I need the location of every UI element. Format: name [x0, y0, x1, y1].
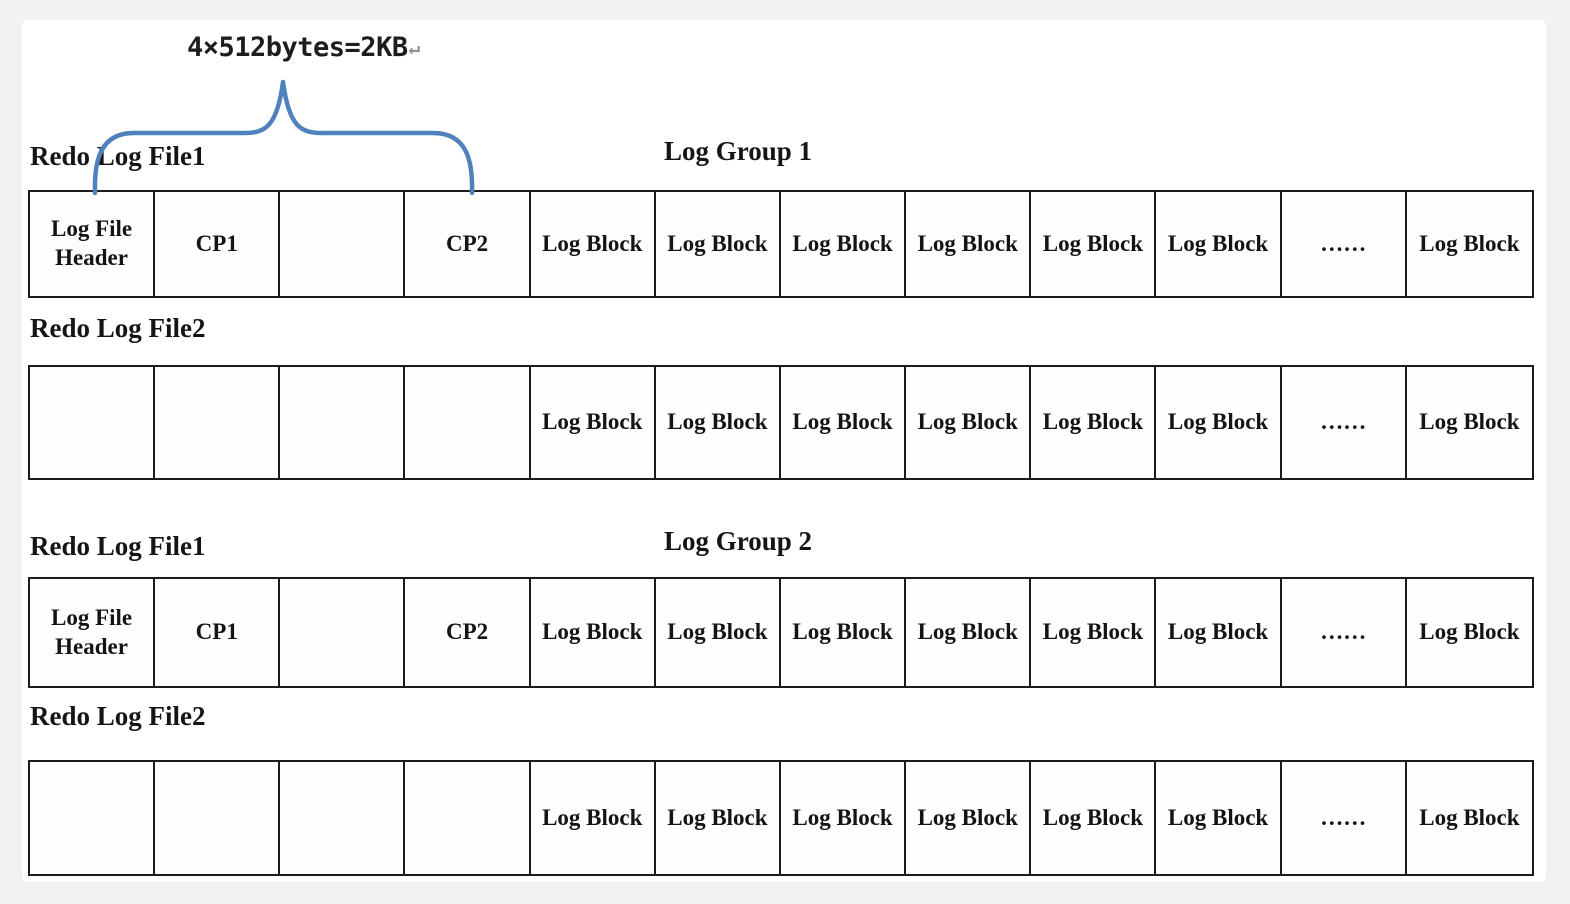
file-label-group1-file2: Redo Log File2 [30, 313, 206, 343]
table-cell [280, 762, 406, 874]
table-cell [405, 762, 531, 874]
table-cell: Log Block [1156, 367, 1282, 478]
size-annotation-text: 4×512bytes=2KB [187, 32, 408, 63]
file-label-group1-file1: Redo Log File1 [30, 141, 206, 171]
ellipsis-cell: …… [1282, 192, 1407, 296]
table-cell: Log Block [656, 762, 781, 874]
file-label-group2-file1: Redo Log File1 [30, 531, 206, 561]
ellipsis-cell: …… [1282, 367, 1407, 478]
table-cell: Log Block [906, 192, 1032, 296]
table-cell: Log Block [1419, 409, 1520, 435]
table-cell: CP1 [155, 192, 281, 296]
table-cell [155, 367, 281, 478]
table-cell: Log Block [1419, 804, 1520, 830]
table-cell [280, 192, 406, 296]
table-cell: Log Block [906, 762, 1032, 874]
table-cell: Log Block [531, 367, 656, 478]
table-cell: Log Block [656, 579, 781, 686]
table-cell: Log Block [656, 367, 781, 478]
ellipsis-cell: …… [1282, 579, 1407, 686]
diagram-card: 4×512bytes=2KB↵ Log Group 1 Redo Log Fil… [22, 20, 1546, 882]
table-cell: Log Block [531, 579, 656, 686]
table-cell [30, 762, 156, 874]
table-cell: Log Block [1031, 579, 1157, 686]
return-mark-icon: ↵ [408, 37, 420, 59]
table-cell [405, 367, 531, 478]
table-cell: Log Block [781, 367, 907, 478]
table-cell: Log Block [1156, 762, 1282, 874]
table-cell: Log Block [1419, 619, 1520, 645]
table-cell [280, 579, 406, 686]
table-cell: CP2 [405, 579, 531, 686]
size-annotation: 4×512bytes=2KB↵ [187, 32, 420, 63]
table-cell: Log Block [1156, 192, 1282, 296]
group-title-1: Log Group 1 [663, 136, 813, 166]
table-cell: Log Block [1031, 192, 1157, 296]
table-cell: Log File Header [30, 192, 156, 296]
file-label-group2-file2: Redo Log File2 [30, 701, 206, 731]
table-cell [30, 367, 156, 478]
table-cell: Log Block [531, 192, 656, 296]
table-cell: Log Block [906, 579, 1032, 686]
table-cell: Log Block [656, 192, 781, 296]
group-title-2: Log Group 2 [663, 526, 813, 556]
table-cell: Log Block [1031, 367, 1157, 478]
table-cell: Log Block [1156, 579, 1282, 686]
table-cell: Log Block [1031, 762, 1157, 874]
table-cell: Log File Header [30, 579, 156, 686]
table-cell: Log Block [781, 762, 907, 874]
table-cell: Log Block [781, 579, 907, 686]
table-cell: CP2 [405, 192, 531, 296]
table-cell [280, 367, 406, 478]
table-cell: Log Block [1419, 230, 1520, 256]
table-cell [155, 762, 281, 874]
table-cell: CP1 [155, 579, 281, 686]
table-cell: Log Block [906, 367, 1032, 478]
table-cell: Log Block [781, 192, 907, 296]
table-cell: Log Block [531, 762, 656, 874]
ellipsis-cell: …… [1282, 762, 1407, 874]
